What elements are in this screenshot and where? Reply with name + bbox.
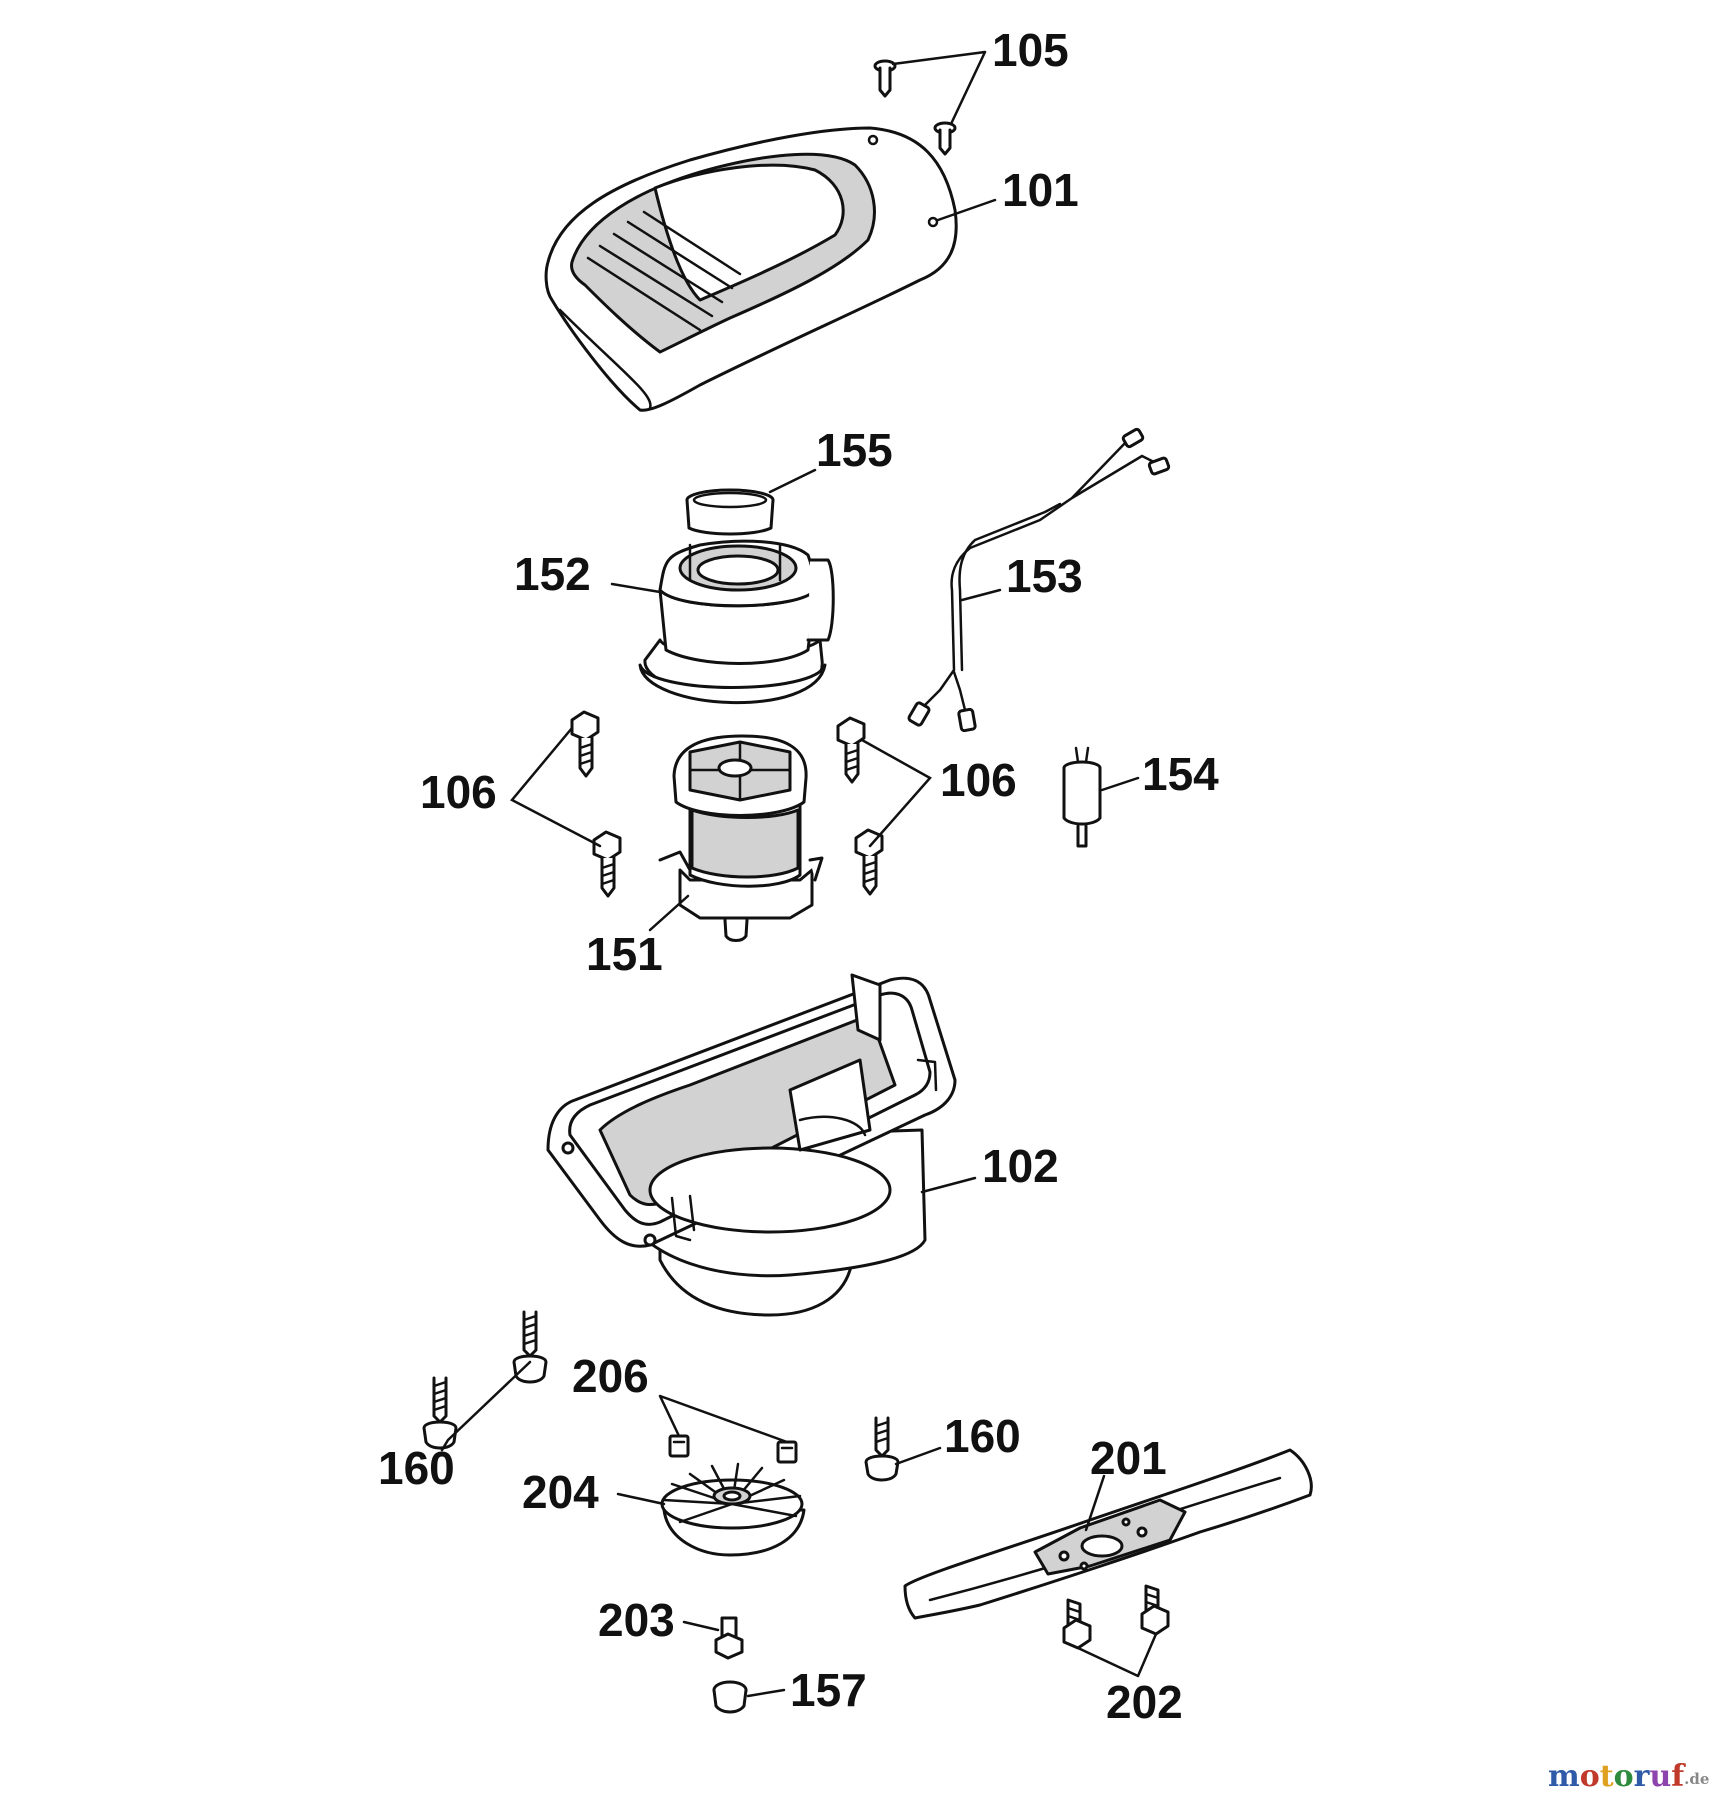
leader-151 bbox=[648, 894, 690, 932]
callout-154: 154 bbox=[1142, 748, 1219, 800]
leader-160-right bbox=[894, 1446, 942, 1466]
callout-106-left: 106 bbox=[420, 766, 497, 818]
watermark-letter: u bbox=[1649, 1759, 1671, 1794]
watermark-letter: m bbox=[1548, 1759, 1580, 1794]
leader-106-right bbox=[860, 738, 932, 848]
callout-101: 101 bbox=[1002, 164, 1079, 216]
callout-157: 157 bbox=[790, 1664, 867, 1716]
screw-160-c[interactable] bbox=[864, 1416, 900, 1482]
motor-151[interactable] bbox=[658, 734, 824, 942]
clip-206-a[interactable] bbox=[668, 1434, 690, 1458]
screw-106-b[interactable] bbox=[592, 830, 622, 898]
leader-154 bbox=[1100, 776, 1140, 792]
watermark-letter: f bbox=[1671, 1759, 1686, 1794]
callout-160-left: 160 bbox=[378, 1442, 455, 1494]
fan-204[interactable] bbox=[660, 1462, 806, 1557]
callout-202: 202 bbox=[1106, 1676, 1183, 1728]
watermark-letter: o bbox=[1580, 1759, 1600, 1794]
watermark-text: motoruf bbox=[1548, 1759, 1686, 1794]
leader-203 bbox=[682, 1620, 720, 1632]
motor-housing-152[interactable] bbox=[638, 539, 835, 705]
leader-153 bbox=[960, 588, 1002, 602]
leader-204 bbox=[616, 1492, 666, 1506]
leader-201 bbox=[1084, 1474, 1106, 1532]
leader-160-left bbox=[440, 1360, 532, 1452]
watermark-logo: motoruf.de bbox=[1548, 1759, 1709, 1794]
callout-106-right: 106 bbox=[940, 754, 1017, 806]
screw-106-d[interactable] bbox=[854, 828, 884, 896]
leader-206 bbox=[658, 1394, 789, 1444]
clip-206-b[interactable] bbox=[776, 1440, 798, 1464]
ring-155[interactable] bbox=[685, 488, 775, 536]
bolt-202-b[interactable] bbox=[1140, 1584, 1170, 1636]
watermark-suffix: .de bbox=[1684, 1770, 1709, 1788]
callout-102: 102 bbox=[982, 1140, 1059, 1192]
callout-160-right: 160 bbox=[944, 1410, 1021, 1462]
callout-155: 155 bbox=[816, 424, 893, 476]
leader-101 bbox=[936, 198, 997, 222]
leader-102 bbox=[920, 1176, 977, 1194]
screw-105-a[interactable] bbox=[873, 59, 897, 98]
leader-106-left bbox=[510, 726, 602, 848]
capacitor-154[interactable] bbox=[1062, 746, 1102, 848]
callout-105: 105 bbox=[992, 24, 1069, 76]
callout-203: 203 bbox=[598, 1594, 675, 1646]
nut-203[interactable] bbox=[714, 1616, 744, 1660]
leader-155 bbox=[768, 468, 817, 494]
bolt-202-a[interactable] bbox=[1062, 1598, 1092, 1650]
leader-202 bbox=[1076, 1632, 1158, 1678]
leader-157 bbox=[746, 1688, 786, 1698]
screw-106-a[interactable] bbox=[570, 710, 600, 778]
lower-housing-102[interactable] bbox=[546, 973, 957, 1317]
watermark-letter: o bbox=[1614, 1759, 1634, 1794]
watermark-letter: r bbox=[1634, 1759, 1651, 1794]
cable-153[interactable] bbox=[907, 427, 1171, 733]
callout-204: 204 bbox=[522, 1466, 599, 1518]
callout-151: 151 bbox=[586, 928, 663, 980]
washer-157[interactable] bbox=[712, 1680, 748, 1714]
callout-201: 201 bbox=[1090, 1432, 1167, 1484]
callout-206: 206 bbox=[572, 1350, 649, 1402]
top-cover-101[interactable] bbox=[544, 126, 958, 412]
callout-152: 152 bbox=[514, 548, 591, 600]
screw-160-a[interactable] bbox=[512, 1310, 548, 1384]
screw-106-c[interactable] bbox=[836, 716, 866, 784]
callout-153: 153 bbox=[1006, 550, 1083, 602]
leader-152 bbox=[610, 582, 662, 594]
watermark-letter: t bbox=[1600, 1759, 1614, 1794]
leader-105 bbox=[891, 50, 987, 126]
screw-105-b[interactable] bbox=[933, 121, 957, 156]
